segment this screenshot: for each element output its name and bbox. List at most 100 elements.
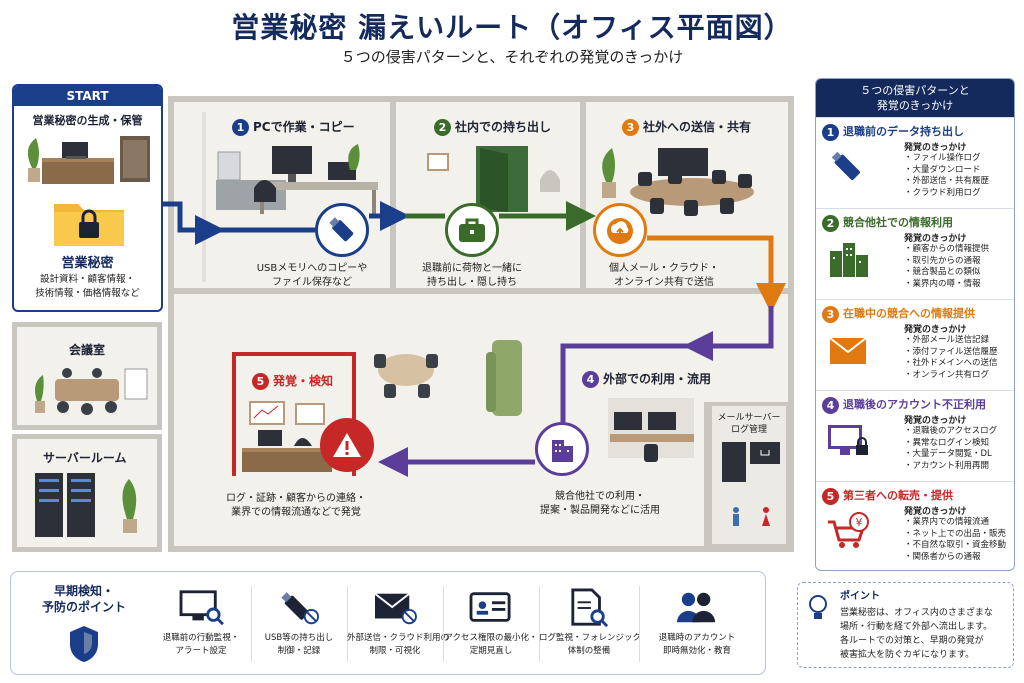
prevention-tip-line-2: 制限・可視化 xyxy=(369,646,421,656)
patterns-panel-header: ５つの侵害パターンと 発覚のきっかけ xyxy=(816,79,1014,117)
pattern-trigger-item: ファイル操作ログ xyxy=(904,153,989,165)
meeting-table-icon xyxy=(35,368,148,415)
prevention-tip-line-1: 退職時のアカウント xyxy=(658,633,736,643)
prevention-tip-line-1: 外部送信・クラウド利用の xyxy=(347,633,450,643)
prevention-tip: USB等の持ち出し制御・記録 xyxy=(251,572,347,676)
briefcase-icon xyxy=(459,218,485,242)
mail-server-room: メールサーバー ログ管理 xyxy=(708,402,790,548)
monitor-lock-icon xyxy=(828,425,868,455)
meeting-room-label: 会議室 xyxy=(69,343,106,357)
prevention-tip-line-2: 定期見直し xyxy=(469,646,513,656)
prevention-tip-label: 退職前の行動監視・アラート設定 xyxy=(151,632,251,658)
pattern-trigger-list: 退職後のアクセスログ異常なログイン検知大量データ閲覧・DLアカウント利用再開 xyxy=(904,426,998,472)
step-2-caption-1: 退職前に荷物と一緒に xyxy=(422,263,522,274)
prevention-tip: アクセス権限の最小化・定期見直し xyxy=(443,572,539,676)
envelope-icon xyxy=(829,337,867,364)
mail-blocked-icon xyxy=(374,592,417,625)
prevention-tip: 外部送信・クラウド利用の制限・可視化 xyxy=(347,572,450,676)
cart-yen-icon: ¥ xyxy=(828,512,869,548)
pattern-trigger-item: 社外ドメインへの送信 xyxy=(904,358,998,370)
tip-divider xyxy=(251,586,252,662)
route-arrow-3 xyxy=(647,235,786,313)
tip-divider xyxy=(539,586,540,662)
server-room: サーバールーム xyxy=(12,434,162,552)
prevention-tip-line-1: USB等の持ち出し xyxy=(264,633,334,643)
log-server-icon xyxy=(722,442,780,482)
prevention-tip-line-1: アクセス権限の最小化・ xyxy=(444,633,538,643)
prevention-tip-label: 退職時のアカウント即時無効化・教育 xyxy=(639,632,755,658)
manager-desk-icon xyxy=(242,401,332,472)
prevention-tip-line-2: アラート設定 xyxy=(175,646,227,656)
pc-workstation-icon xyxy=(216,144,378,214)
prevention-tip: ログ監視・フォレンジック体制の整備 xyxy=(539,572,641,676)
step-3-caption-1: 個人メール・クラウド・ xyxy=(609,263,719,274)
route-arrow-4 xyxy=(560,306,774,422)
prevention-heading-1: 早期検知・ xyxy=(53,584,114,598)
prevention-tip-label: USB等の持ち出し制御・記録 xyxy=(251,632,347,658)
prevention-tip-line-2: 即時無効化・教育 xyxy=(662,646,731,656)
route-arrow-1b xyxy=(210,216,395,230)
pattern-trigger-item: 大量ダウンロード xyxy=(904,165,989,177)
conference-table-icon xyxy=(602,148,754,216)
start-label: START xyxy=(14,86,161,106)
pattern-label: 競合他社での情報利用 xyxy=(843,216,953,229)
cloud-upload-icon xyxy=(607,218,633,244)
tip-divider xyxy=(443,586,444,662)
pattern-trigger-list: 業界内での情報流通ネット上での出品・販売不自然な取引・資金移動関係者からの通報 xyxy=(904,517,1007,564)
point-title: ポイント xyxy=(840,591,880,602)
folder-title: 営業秘密 xyxy=(61,256,114,271)
step-3-title: 3 社外への送信・共有 xyxy=(622,118,751,136)
pattern-title: 2 競合他社での情報利用 xyxy=(822,214,953,232)
pattern-trigger-item: 外部メール送信記録 xyxy=(904,335,998,347)
building-icon xyxy=(552,440,573,462)
step-2-label: 社内での持ち出し xyxy=(455,120,552,134)
step-3-label: 社外への送信・共有 xyxy=(643,120,752,134)
folder-desc-2: 技術情報・価格情報など xyxy=(35,288,140,299)
pattern-trigger-item: 退職後のアクセスログ xyxy=(904,426,998,438)
point-line-1: 営業秘密は、オフィス内のさまざまな xyxy=(840,608,993,618)
prevention-tip-label: アクセス権限の最小化・定期見直し xyxy=(443,632,539,658)
pattern-trigger-list: ファイル操作ログ大量ダウンロード外部送信・共有履歴クラウド利用ログ xyxy=(904,153,990,199)
pattern-item: 1退職前のデータ持ち出し発覚のきっかけファイル操作ログ大量ダウンロード外部送信・… xyxy=(816,117,1014,208)
pattern-label: 第三者への転売・提供 xyxy=(843,489,953,502)
pattern-trigger-item: 業界内の噂・情報 xyxy=(904,279,989,291)
pattern-number: 2 xyxy=(822,214,839,232)
office-desk-icon xyxy=(27,136,150,184)
step-5-label: 発覚・検知 xyxy=(273,374,334,388)
pattern-trigger-item: 競合製品との類似 xyxy=(904,267,989,279)
step-1-caption-1: USBメモリへのコピーや xyxy=(256,263,368,274)
pattern-item: 3在職中の競合への情報提供発覚のきっかけ外部メール送信記録添付ファイル送信履歴社… xyxy=(816,299,1014,390)
step-5-number: 5 xyxy=(252,373,269,390)
tip-divider xyxy=(347,586,348,662)
pattern-trigger-label: 発覚のきっかけ xyxy=(904,507,967,517)
prevention-tip-line-2: 体制の整備 xyxy=(567,646,611,656)
point-line-2: 場所・行動を経て外部へ流出します。 xyxy=(840,622,993,632)
pattern-trigger-item: 取引先からの通報 xyxy=(904,256,989,268)
step-3-number: 3 xyxy=(622,119,639,136)
buildings-icon xyxy=(830,243,868,277)
document-search-icon xyxy=(571,588,609,628)
pattern-trigger-list: 外部メール送信記録添付ファイル送信履歴社外ドメインへの送信オンライン共有ログ xyxy=(904,335,998,381)
users-icon xyxy=(677,592,716,623)
restroom-sign-icon xyxy=(733,507,770,526)
pattern-trigger-label: 発覚のきっかけ xyxy=(904,416,967,426)
step-5-caption-2: 業界での情報流通などで発覚 xyxy=(231,507,361,518)
competitor-office-icon xyxy=(608,398,694,462)
pattern-trigger-item: 関係者からの通報 xyxy=(904,552,1006,564)
step-1-number: 1 xyxy=(232,119,249,136)
alert-step-icon xyxy=(320,418,374,472)
lightbulb-icon xyxy=(809,595,827,619)
svg-text:¥: ¥ xyxy=(856,516,863,529)
step-4-label: 外部での利用・流用 xyxy=(603,372,712,386)
prevention-tip: 退職時のアカウント即時無効化・教育 xyxy=(639,572,755,676)
panel-head-1: ５つの侵害パターンと xyxy=(860,84,970,97)
prevention-tip-label: 外部送信・クラウド利用の制限・可視化 xyxy=(347,632,450,658)
pattern-trigger-list: 顧客からの情報提供取引先からの通報競合製品との類似業界内の噂・情報 xyxy=(904,244,990,291)
prevention-tip-line-1: 退職前の行動監視・ xyxy=(162,633,240,643)
pattern-label: 退職前のデータ持ち出し xyxy=(843,125,964,138)
detection-area xyxy=(232,352,356,476)
